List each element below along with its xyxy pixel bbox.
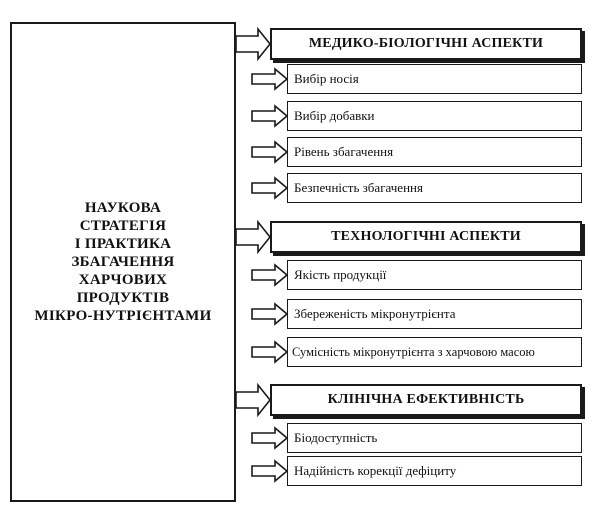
section-1-item-4: Безпечність збагачення — [287, 173, 582, 203]
section-1-item-3: Рівень збагачення — [287, 137, 582, 167]
arrow-to-item-3-1 — [251, 426, 289, 450]
arrow-to-section-2 — [235, 219, 272, 255]
section-title: ТЕХНОЛОГІЧНІ АСПЕКТИ — [331, 229, 521, 244]
arrow-to-item-2-3 — [251, 340, 289, 364]
arrow-to-item-1-1 — [251, 67, 289, 91]
section-1-item-2: Вибір добавки — [287, 101, 582, 131]
section-3-item-1: Біодоступність — [287, 423, 582, 453]
main-strategy-box: НАУКОВА СТРАТЕГІЯ І ПРАКТИКА ЗБАГАЧЕННЯ … — [10, 22, 236, 502]
arrow-to-item-2-1 — [251, 263, 289, 287]
arrow-to-item-2-2 — [251, 302, 289, 326]
arrow-to-item-1-4 — [251, 176, 289, 200]
section-3-item-2: Надійність корекції дефіциту — [287, 456, 582, 486]
section-2-item-3: Сумісність мікронутрієнта з харчовою мас… — [287, 337, 582, 367]
section-1-item-1: Вибір носія — [287, 64, 582, 94]
section-title: КЛІНІЧНА ЕФЕКТИВНІСТЬ — [327, 392, 525, 407]
arrow-to-section-3 — [235, 382, 272, 418]
arrow-to-item-1-3 — [251, 140, 289, 164]
section-header-medical-biological: МЕДИКО-БІОЛОГІЧНІ АСПЕКТИ — [270, 28, 582, 60]
section-2-item-2: Збереженість мікронутрієнта — [287, 299, 582, 329]
section-header-technological: ТЕХНОЛОГІЧНІ АСПЕКТИ — [270, 221, 582, 253]
section-title: МЕДИКО-БІОЛОГІЧНІ АСПЕКТИ — [308, 36, 544, 51]
arrow-to-item-3-2 — [251, 459, 289, 483]
arrow-to-section-1 — [235, 26, 272, 62]
section-2-item-1: Якість продукції — [287, 260, 582, 290]
arrow-to-item-1-2 — [251, 104, 289, 128]
main-strategy-title: НАУКОВА СТРАТЕГІЯ І ПРАКТИКА ЗБАГАЧЕННЯ … — [34, 200, 212, 324]
section-header-clinical-efficacy: КЛІНІЧНА ЕФЕКТИВНІСТЬ — [270, 384, 582, 416]
